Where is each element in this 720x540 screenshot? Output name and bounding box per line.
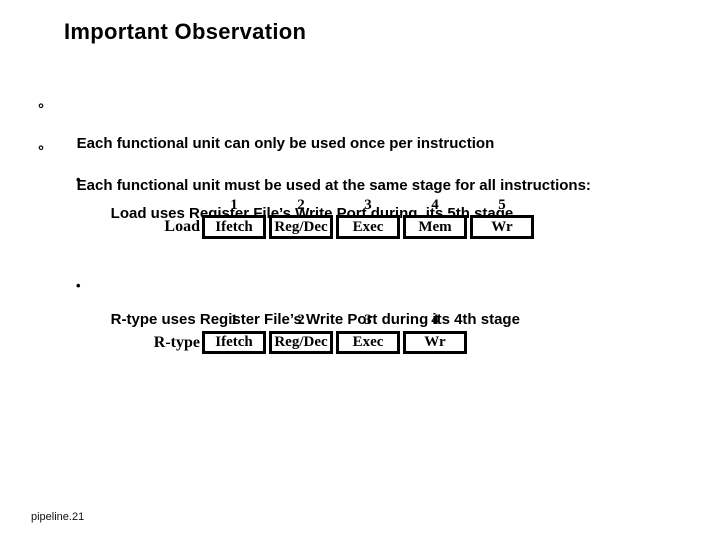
sub-bullet-rtype: • R-type uses Register File’s Write Port… bbox=[76, 277, 520, 345]
pipeline-row-label: Load bbox=[164, 218, 200, 235]
stage-box-ifetch: Ifetch bbox=[202, 331, 266, 354]
bullet-text: Each functional unit can only be used on… bbox=[76, 135, 495, 152]
bullet-item-2: ° Each functional unit must be used at t… bbox=[38, 143, 591, 211]
stage-box-ifetch: Ifetch bbox=[202, 215, 266, 239]
stage-box-exec: Exec bbox=[336, 331, 400, 354]
pipeline-row-label: R-type bbox=[153, 334, 200, 351]
dot-bullet-marker: • bbox=[76, 172, 81, 187]
stage-box-regdec: Reg/Dec bbox=[269, 215, 333, 239]
stage-number: 5 bbox=[498, 197, 506, 213]
bullet-text: Each functional unit must be used at the… bbox=[76, 177, 591, 194]
pipeline-diagram-load: 1 2 3 4 5 Load Ifetch Reg/Dec Exec Mem W… bbox=[0, 197, 720, 247]
stage-box-wr: Wr bbox=[470, 215, 534, 239]
page-title: Important Observation bbox=[64, 19, 307, 44]
stage-number: 4 bbox=[431, 312, 439, 328]
stage-number: 3 bbox=[364, 197, 372, 213]
stage-box-exec: Exec bbox=[336, 215, 400, 239]
stage-box-wr: Wr bbox=[403, 331, 467, 354]
dot-bullet-marker: • bbox=[76, 278, 81, 293]
degree-bullet-marker: ° bbox=[38, 101, 44, 118]
degree-bullet-marker: ° bbox=[38, 143, 44, 160]
stage-number: 1 bbox=[230, 197, 238, 213]
stage-number: 3 bbox=[364, 312, 372, 328]
bullet-item-1: ° Each functional unit can only be used … bbox=[38, 101, 494, 169]
pipeline-diagram-rtype: 1 2 3 4 R-type Ifetch Reg/Dec Exec Wr bbox=[0, 312, 720, 362]
footer-page-label: pipeline.21 bbox=[31, 511, 85, 523]
sub-bullet-text: R-type uses Register File’s Write Port d… bbox=[110, 311, 520, 328]
stage-number: 2 bbox=[297, 197, 305, 213]
stage-box-regdec: Reg/Dec bbox=[269, 331, 333, 354]
stage-number: 1 bbox=[230, 312, 238, 328]
stage-number: 2 bbox=[297, 312, 305, 328]
stage-number: 4 bbox=[431, 197, 439, 213]
stage-box-mem: Mem bbox=[403, 215, 467, 239]
